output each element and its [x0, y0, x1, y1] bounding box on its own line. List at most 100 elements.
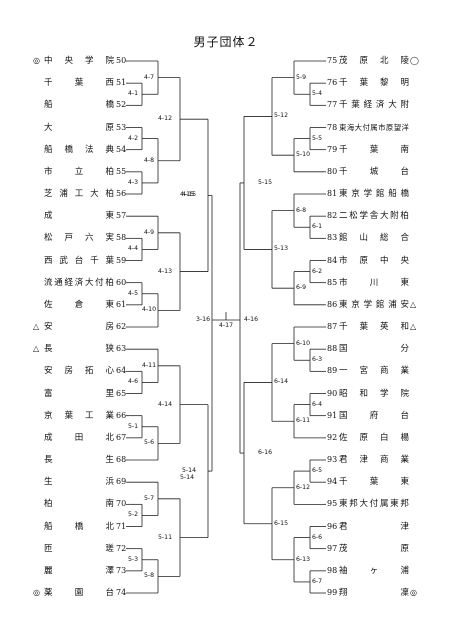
team-number: 53 [116, 122, 127, 132]
team-name: 千葉経済大附 [339, 100, 409, 111]
seed-mark: △ [33, 344, 40, 354]
team-name: 国分 [339, 344, 409, 355]
team-number: 51 [116, 78, 127, 88]
team-number: 50 [116, 56, 127, 65]
team-number: 84 [327, 255, 338, 265]
match-label: 6-14 [274, 378, 289, 386]
team-name: 市原中央 [339, 255, 409, 266]
team-name: 生浜 [44, 477, 114, 488]
match-label: 6-5 [312, 467, 323, 475]
team-name: 千葉西 [44, 78, 114, 89]
team-name: 千葉英和 [339, 322, 409, 332]
team-number: 88 [327, 344, 338, 354]
match-label: 6-8 [296, 206, 307, 214]
match-label: 4-15 [182, 191, 197, 199]
team-number: 58 [116, 233, 127, 243]
match-label: 4-14 [158, 400, 173, 408]
team-name: 東邦大付属東邦 [339, 499, 409, 510]
team-name: 千葉南 [339, 144, 409, 155]
team-name: 市川東 [339, 277, 409, 288]
team-number: 74 [116, 588, 127, 597]
match-label: 4-2 [128, 134, 139, 142]
match-label: 6-15 [274, 519, 289, 527]
team-name: 千葉東 [339, 477, 409, 488]
match-label: 5-2 [128, 511, 139, 519]
team-number: 90 [327, 388, 338, 398]
team-number: 83 [327, 233, 338, 243]
team-name: 麗澤 [44, 565, 114, 576]
match-label: 6-4 [312, 400, 323, 408]
team-name: 君津 [339, 521, 409, 532]
team-name: 昭和学院 [339, 388, 409, 399]
team-number: 63 [116, 344, 127, 354]
team-number: 87 [327, 322, 338, 331]
page-title: 男子団体２ [193, 35, 259, 49]
team-number: 98 [327, 565, 338, 575]
team-name: 薬園台 [44, 588, 114, 598]
team-name: 西武台千葉 [44, 255, 114, 266]
match-label: 5-9 [296, 73, 307, 81]
team-name: 安房拓心 [44, 366, 114, 377]
match-label: 4-12 [158, 115, 173, 123]
match-label: 6-7 [312, 577, 323, 585]
team-number: 93 [327, 455, 338, 464]
team-name: 市立柏 [44, 166, 114, 177]
match-label: 3-16 [196, 316, 211, 323]
team-name: 翔凜 [339, 588, 409, 598]
match-label: 4-3 [128, 178, 139, 186]
team-number: 59 [116, 255, 127, 265]
team-name: 茂原 [339, 543, 409, 554]
match-label: 5-3 [128, 555, 139, 563]
team-name: 館山総合 [339, 233, 409, 244]
team-number: 62 [116, 322, 127, 331]
match-label: 5-6 [144, 439, 155, 447]
team-number: 85 [327, 277, 338, 287]
match-label: 4-8 [144, 156, 155, 164]
team-number: 71 [116, 521, 127, 531]
team-number: 95 [327, 499, 338, 509]
team-name: 袖ヶ浦 [339, 565, 409, 576]
team-name: 東京学館浦安 [339, 299, 409, 310]
match-label: 6-12 [296, 483, 311, 491]
team-name: 国府台 [339, 410, 409, 421]
seed-mark: ◯ [410, 56, 419, 65]
team-number: 72 [116, 543, 127, 553]
team-name: 柏南 [44, 499, 114, 510]
match-label: 6-9 [296, 284, 307, 292]
team-name: 一宮商業 [339, 366, 409, 377]
match-label: 4-13 [158, 267, 173, 275]
match-label: 5-14 [180, 474, 195, 481]
team-number: 80 [327, 166, 338, 176]
team-number: 79 [327, 144, 338, 154]
match-label: 4-1 [128, 90, 139, 98]
team-number: 77 [327, 100, 338, 110]
team-name: 成田北 [44, 432, 114, 443]
team-name: 成東 [44, 211, 114, 222]
match-label: 4-15 [180, 191, 195, 198]
